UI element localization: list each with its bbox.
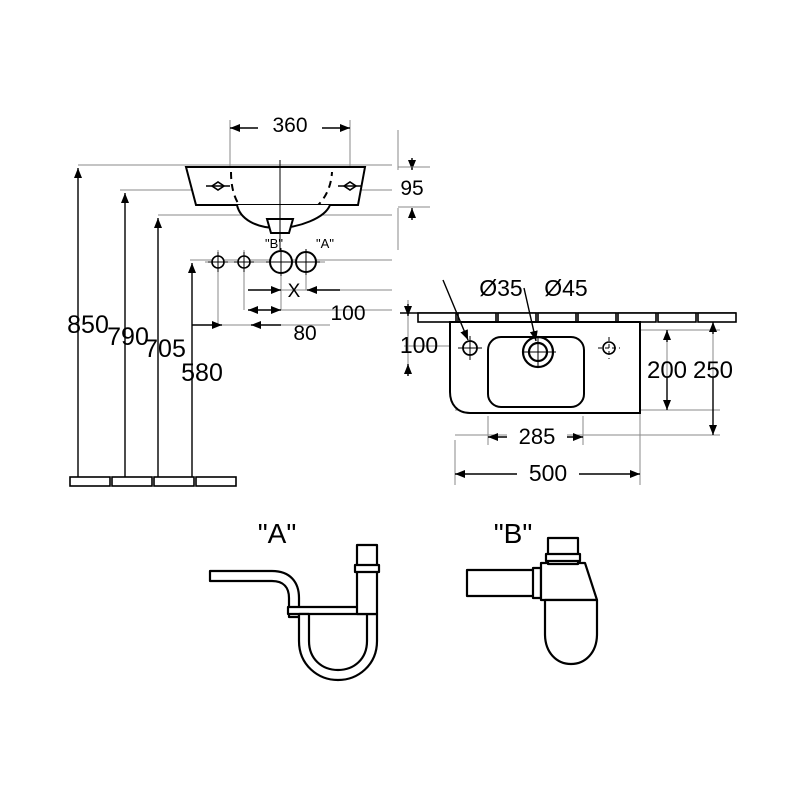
fixing-hole-right: [338, 181, 362, 191]
hole-callout-leaders: [442, 279, 538, 342]
dimension-285: 285: [488, 423, 583, 449]
tap-hole-plan: [458, 336, 482, 360]
floor-datum-hatch: [69, 476, 237, 487]
dimension-250: 250: [693, 322, 733, 435]
dimension-100-plan-label: 100: [400, 332, 438, 358]
dimension-500-label: 500: [529, 460, 567, 486]
dimension-500: 500: [455, 460, 640, 486]
callout-b-label: "B": [265, 236, 283, 251]
dia45-label: Ø45: [544, 275, 587, 301]
dimension-285-label: 285: [519, 424, 556, 449]
dimension-200-label: 200: [647, 357, 687, 384]
plan-view: Ø35 Ø45 100 200 250 285: [400, 275, 737, 486]
dimension-X-label: X: [288, 281, 301, 302]
callout-a-label: "A": [316, 236, 334, 251]
trap-b-diagram: "B": [465, 518, 599, 666]
pattern-hole-1: [208, 252, 228, 272]
dimension-100-front-label: 100: [330, 302, 365, 325]
trap-a-label: "A": [258, 518, 297, 549]
dimension-250-label: 250: [693, 357, 733, 384]
height-dimension-lines: [74, 168, 196, 478]
dimension-200: 200: [647, 330, 687, 410]
fixing-hole-plan: [598, 337, 620, 359]
pattern-hole-a: [292, 249, 320, 275]
dia35-label: Ø35: [479, 275, 522, 301]
dimension-360-label: 360: [272, 114, 307, 137]
dimension-95: 95: [398, 158, 430, 220]
dimension-80-label: 80: [293, 322, 316, 345]
basin-plan-outline: [449, 321, 641, 414]
dimension-850-label: 850: [67, 311, 109, 339]
dimension-100-front: 100: [248, 302, 366, 325]
dimension-360: 360: [230, 112, 350, 137]
dimension-580-label: 580: [181, 359, 223, 387]
dimension-100-plan: 100: [400, 304, 438, 376]
waste-hole-plan: [521, 335, 556, 369]
fixing-hole-left: [206, 181, 230, 191]
dimension-790-label: 790: [107, 323, 149, 351]
dimension-80: 80: [192, 321, 317, 345]
trap-b-label: "B": [494, 518, 533, 549]
pattern-hole-2: [234, 252, 254, 272]
dimension-95-label: 95: [400, 177, 423, 200]
trap-a-diagram: "A": [208, 518, 381, 682]
wall-hatch-strip: [400, 312, 737, 323]
dimension-705-label: 705: [144, 335, 186, 363]
tap-hole-pattern: "B" "A": [205, 236, 334, 276]
dimension-X: X: [248, 281, 340, 302]
front-elevation-view: 360 95: [67, 112, 430, 487]
